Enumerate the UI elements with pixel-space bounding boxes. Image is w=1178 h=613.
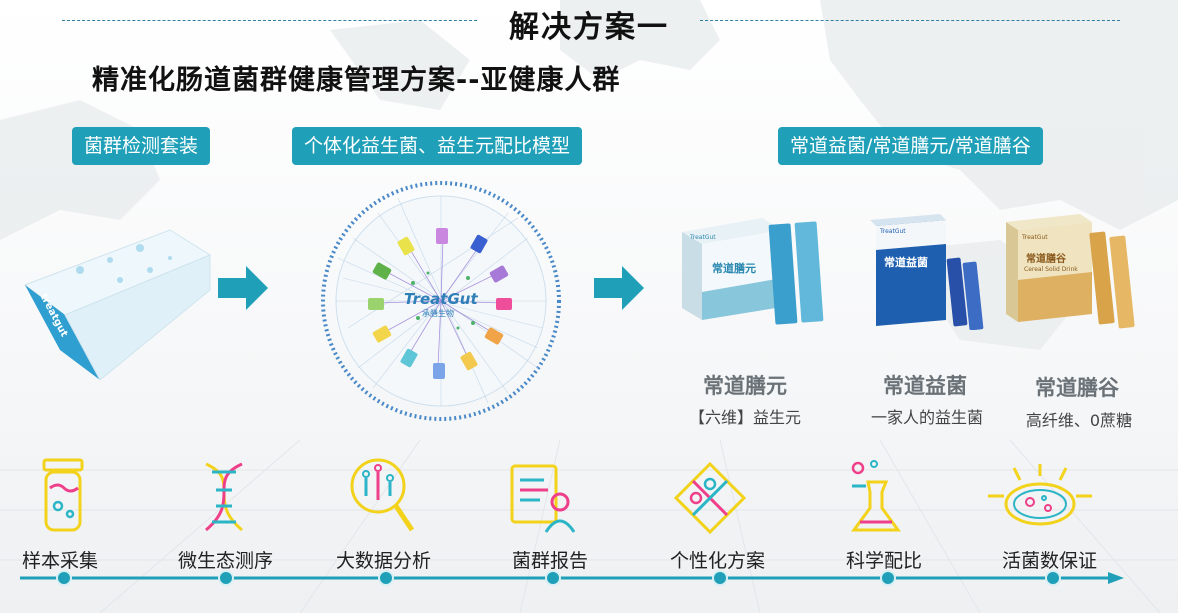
product-desc: 【六维】益生元 <box>688 408 801 427</box>
product-desc: 一家人的益生菌 <box>870 408 983 427</box>
product-image-shanyuan: 常道膳元 TreatGut <box>672 212 832 327</box>
header-dash-right <box>700 20 1120 21</box>
product-name: 常道膳元 <box>703 374 787 398</box>
network-logo: TreatGut <box>404 290 478 308</box>
product-box-label: 常道膳谷 <box>1026 254 1066 265</box>
page-title: 解决方案一 <box>509 10 669 45</box>
network-logo-sub: 承膳生物 <box>422 309 454 318</box>
test-kit-box: treatgut <box>20 210 220 381</box>
puzzle-icon <box>672 460 748 536</box>
model-tag: 个体化益生菌、益生元配比模型 <box>292 127 583 165</box>
product-desc: 高纤维、0蔗糖 <box>1025 411 1133 430</box>
step-label: 微生态测序 <box>178 550 274 572</box>
step-label: 活菌数保证 <box>1002 550 1098 572</box>
sample-tube-icon <box>38 458 88 534</box>
arrow-right-icon <box>594 266 644 310</box>
timeline-node <box>545 570 561 586</box>
arrow-right-icon <box>218 266 268 310</box>
product-box-sub: Cereal Solid Drink <box>1024 266 1078 273</box>
product-image-yijun: 常道益菌 TreatGut <box>862 210 992 331</box>
product-box-label: 常道益菌 <box>884 256 928 269</box>
dna-helix-icon <box>196 460 252 534</box>
product-image-shangu: 常道膳谷 Cereal Solid Drink TreatGut <box>1000 210 1150 330</box>
kit-tag: 菌群检测套装 <box>72 127 211 165</box>
step-label: 样本采集 <box>22 550 99 572</box>
step-label: 科学配比 <box>846 550 923 572</box>
timeline-node <box>1045 570 1061 586</box>
timeline-node <box>378 570 394 586</box>
timeline-node <box>712 570 728 586</box>
step-label: 大数据分析 <box>336 550 432 572</box>
product-box-brand: TreatGut <box>690 234 716 241</box>
product-box-brand: TreatGut <box>1022 234 1048 241</box>
product-box-label: 常道膳元 <box>712 262 756 275</box>
magnifier-data-icon <box>348 456 418 536</box>
product-box-brand: TreatGut <box>880 228 906 235</box>
probiotic-model-network: TreatGut 承膳生物 <box>318 178 564 424</box>
timeline-node <box>218 570 234 586</box>
process-timeline <box>20 572 1124 584</box>
header-dash-left <box>62 20 477 21</box>
products-tag: 常道益菌/常道膳元/常道膳谷 <box>778 127 1043 165</box>
report-user-icon <box>508 462 578 534</box>
timeline-node <box>880 570 896 586</box>
page-subtitle: 精准化肠道菌群健康管理方案--亚健康人群 <box>92 65 621 96</box>
product-name: 常道益菌 <box>883 374 967 398</box>
step-label: 菌群报告 <box>512 550 589 572</box>
product-name: 常道膳谷 <box>1035 376 1119 400</box>
petri-dish-icon <box>984 462 1094 532</box>
step-label: 个性化方案 <box>670 550 766 572</box>
network-graph-icon <box>321 181 561 421</box>
flask-icon <box>846 458 906 538</box>
timeline-node <box>56 570 72 586</box>
